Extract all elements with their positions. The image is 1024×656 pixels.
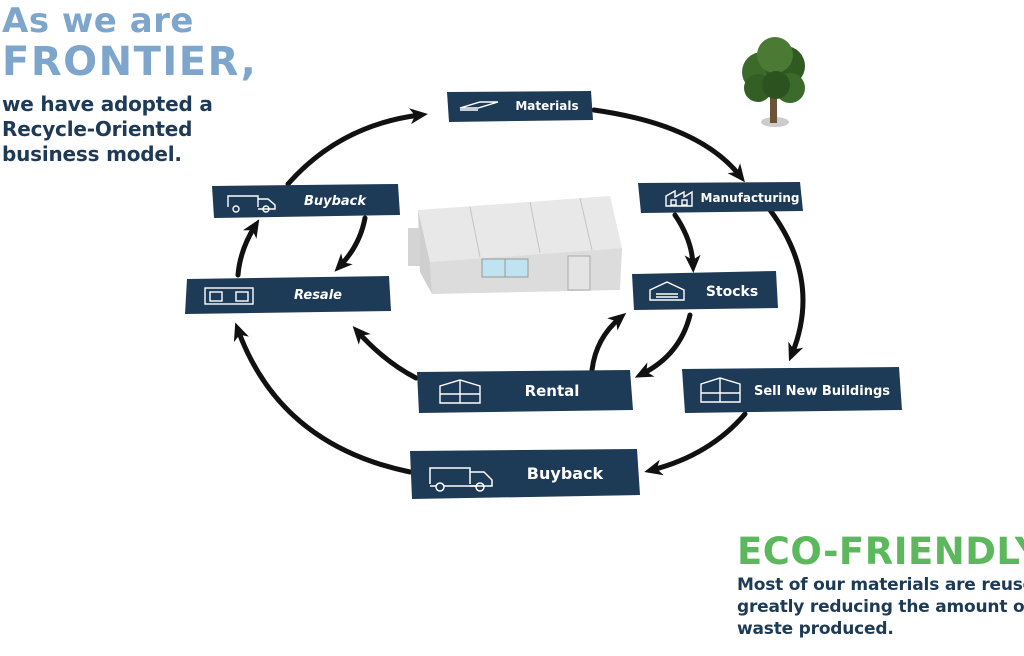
heading-line-1: As we are	[2, 1, 194, 41]
heading-line-2: FRONTIER,	[2, 39, 258, 85]
arrow-buyback-to-materials	[285, 108, 428, 187]
box-resale: Resale	[185, 276, 391, 314]
box-label: Stocks	[706, 284, 758, 300]
container-icon	[204, 287, 254, 305]
arrow-rental-to-resale	[352, 326, 419, 381]
box-sell-new-buildings: Sell New Buildings	[682, 367, 902, 413]
arrow-manufacturing-to-stocks	[672, 212, 701, 273]
arrow-resale-to-buyback	[235, 219, 260, 278]
arrow-materials-to-manufacturing	[591, 107, 745, 183]
building-icon	[700, 377, 741, 403]
arrow-rental-to-stocks	[589, 312, 627, 373]
truck-icon	[429, 467, 493, 492]
box-label: Manufacturing	[701, 191, 800, 205]
arrow-buyback-to-resale	[233, 322, 413, 475]
intro-line: we have adopted a	[2, 92, 213, 116]
intro-line: business model.	[2, 142, 182, 166]
box-buyback-bottom: Buyback	[410, 449, 640, 499]
box-label: Rental	[525, 382, 580, 400]
box-manufacturing: Manufacturing	[638, 182, 803, 213]
arrow-stocks-to-rental	[634, 312, 693, 378]
box-label: Materials	[515, 99, 578, 113]
eco-line: waste produced.	[737, 619, 894, 639]
heading: As we are FRONTIER,	[2, 2, 257, 84]
box-label: Sell New Buildings	[754, 384, 890, 399]
intro-line: Recycle-Oriented	[2, 117, 193, 141]
module-building-image	[408, 196, 622, 294]
box-label: Buyback	[527, 464, 604, 483]
arrow-manufacturing-to-sell	[767, 207, 806, 362]
intro-text: we have adopted a Recycle-Oriented busin…	[2, 92, 213, 167]
building-icon	[439, 379, 481, 404]
arrow-sell-to-buyback	[644, 411, 748, 476]
warehouse-icon	[649, 281, 685, 301]
eco-title: ECO-FRIENDLY	[737, 530, 1024, 573]
eco-line: Most of our materials are reused,	[737, 575, 1024, 595]
factory-icon	[665, 189, 693, 207]
box-stocks: Stocks	[632, 271, 778, 310]
eco-line: greatly reducing the amount of	[737, 597, 1024, 617]
truck-icon	[227, 195, 276, 213]
box-label: Resale	[294, 288, 342, 303]
box-buyback-top: Buyback	[212, 184, 400, 218]
panel-stack-icon	[459, 101, 499, 111]
eco-description: Most of our materials are reused, greatl…	[737, 574, 1024, 640]
box-rental: Rental	[417, 370, 633, 413]
tree-icon	[742, 37, 805, 127]
arrow-buyback-to-resale-inner	[334, 215, 368, 272]
box-label: Buyback	[304, 194, 367, 209]
box-materials: Materials	[447, 91, 593, 122]
